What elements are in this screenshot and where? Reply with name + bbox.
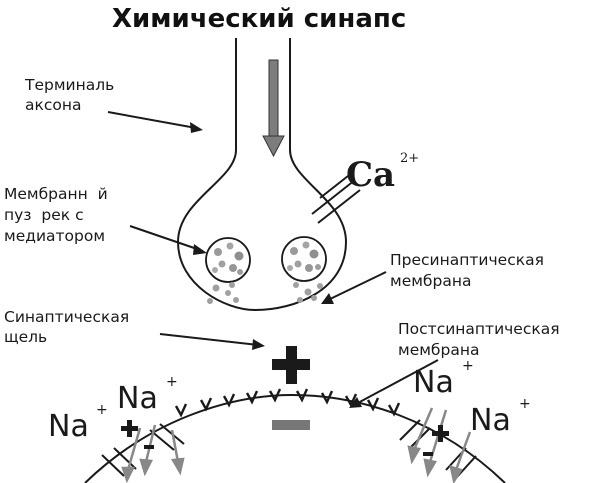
- calcium-ion-charge: 2+: [400, 151, 419, 166]
- sodium-influx-arrows-left: [121, 424, 185, 483]
- minus-sign-left: [144, 445, 154, 449]
- calcium-ion-label: Ca: [346, 155, 395, 195]
- pointer-vesicle: [129, 225, 207, 255]
- label-postsynaptic-line1: Постсинаптическая: [398, 320, 560, 338]
- mediator-particles: [207, 282, 323, 304]
- sodium-ion-label-2: Na: [117, 381, 158, 416]
- signal-direction-arrow: [262, 59, 285, 158]
- plus-sign-right: [432, 425, 449, 442]
- label-axon-terminal-line1: Терминаль: [24, 76, 114, 94]
- label-vesicle-line2: пуз рек с: [4, 206, 84, 224]
- sodium-ion-label-3: Na: [413, 365, 454, 400]
- plus-sign-left: [121, 420, 138, 437]
- axon-terminal-outline: [176, 38, 348, 312]
- label-presynaptic-line1: Пресинаптическая: [390, 251, 544, 269]
- label-axon-terminal-line2: аксона: [25, 96, 82, 114]
- positive-charge-sign: [272, 346, 310, 384]
- negative-charge-sign: [272, 420, 310, 430]
- minus-sign-right: [423, 452, 433, 456]
- sodium-ion-charge-1: +: [96, 402, 108, 418]
- calcium-influx-arrows: [311, 175, 361, 224]
- label-cleft-line2: щель: [4, 328, 47, 346]
- vesicle-left: [205, 237, 251, 283]
- sodium-ion-label-1: Na: [48, 409, 89, 444]
- label-vesicle-line1: Мембранн й: [4, 185, 108, 203]
- label-cleft-line1: Синаптическая: [4, 308, 129, 326]
- diagram-title: Химический синапс: [112, 4, 406, 34]
- vesicle-right: [281, 236, 327, 282]
- receptor-marks: [174, 388, 401, 418]
- sodium-ion-charge-4: +: [519, 396, 531, 412]
- sodium-ion-charge-2: +: [166, 374, 178, 390]
- sodium-ion-label-4: Na: [470, 403, 511, 438]
- sodium-influx-arrows-right: [407, 407, 472, 483]
- label-postsynaptic-line2: мембрана: [398, 341, 479, 359]
- pointer-cleft: [159, 333, 265, 350]
- pointer-presynaptic: [321, 271, 387, 304]
- sodium-ion-charge-3: +: [462, 358, 474, 374]
- pointer-axon-terminal: [107, 111, 203, 133]
- label-presynaptic-line2: мембрана: [390, 272, 471, 290]
- label-vesicle-line3: медиатором: [4, 227, 105, 245]
